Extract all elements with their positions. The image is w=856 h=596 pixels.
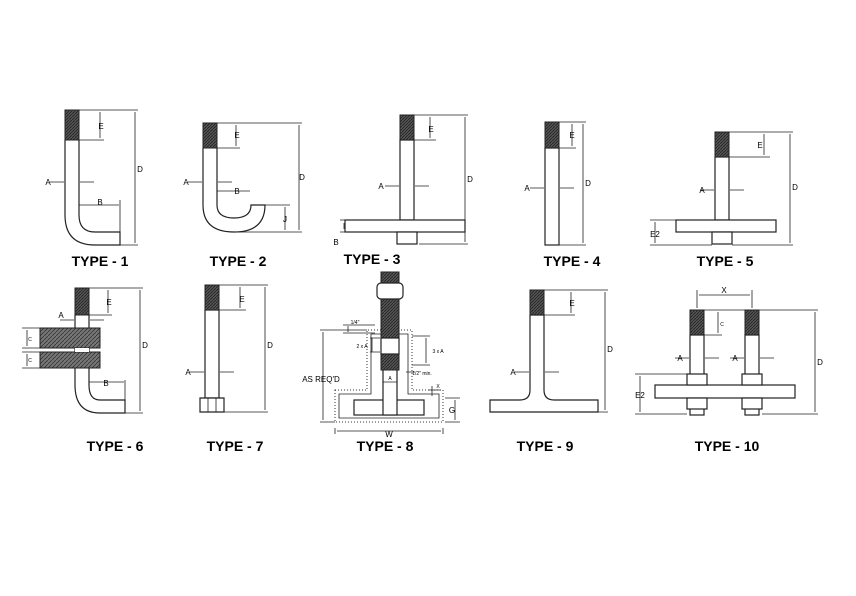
svg-text:B: B bbox=[234, 187, 239, 196]
svg-text:E: E bbox=[106, 298, 111, 307]
svg-text:A: A bbox=[185, 368, 191, 377]
svg-text:E: E bbox=[239, 295, 244, 304]
type-6-sleeve-bolt: E D B A C C TYPE - 6 bbox=[22, 287, 148, 454]
svg-text:X: X bbox=[436, 384, 440, 390]
svg-text:B: B bbox=[97, 198, 102, 207]
type-1-label: TYPE - 1 bbox=[72, 253, 129, 269]
svg-text:D: D bbox=[267, 341, 273, 350]
svg-text:C: C bbox=[28, 358, 32, 364]
type-3-plate-bolt: E D A B TYPE - 3 bbox=[333, 114, 473, 267]
type-10-double-bolt-plate: X A A C D E2 TYPE - 10 bbox=[635, 286, 823, 454]
type-1-l-bolt: E D B A TYPE - 1 bbox=[45, 109, 143, 269]
type-8-grouted-bolt: AS REQ'D 1/4" 2 x A 3 x A 1/2" min. A X … bbox=[302, 271, 460, 454]
svg-text:AS REQ'D: AS REQ'D bbox=[302, 375, 340, 384]
svg-text:A: A bbox=[45, 178, 51, 187]
svg-text:E: E bbox=[98, 122, 103, 131]
svg-text:B: B bbox=[103, 379, 108, 388]
svg-text:D: D bbox=[142, 341, 148, 350]
type-6-label: TYPE - 6 bbox=[87, 438, 144, 454]
type-5-plate-nut-bolt: E D A E2 TYPE - 5 bbox=[650, 131, 798, 269]
type-9-flared-plate-bolt: E D A TYPE - 9 bbox=[489, 289, 613, 454]
svg-text:1/4": 1/4" bbox=[351, 320, 360, 326]
svg-text:1/2" min.: 1/2" min. bbox=[412, 371, 432, 377]
svg-text:A: A bbox=[524, 184, 530, 193]
svg-text:E2: E2 bbox=[650, 230, 660, 239]
type-4-label: TYPE - 4 bbox=[544, 253, 601, 269]
svg-text:E: E bbox=[234, 131, 239, 140]
svg-text:C: C bbox=[720, 322, 724, 328]
type-2-label: TYPE - 2 bbox=[210, 253, 267, 269]
svg-text:D: D bbox=[137, 165, 143, 174]
svg-text:3 x A: 3 x A bbox=[432, 349, 444, 355]
svg-text:J: J bbox=[283, 215, 287, 224]
svg-text:A: A bbox=[58, 311, 64, 320]
type-3-label: TYPE - 3 bbox=[344, 251, 401, 267]
type-10-label: TYPE - 10 bbox=[695, 438, 760, 454]
type-2-j-bolt: E D B A J TYPE - 2 bbox=[183, 122, 305, 269]
svg-text:A: A bbox=[183, 178, 189, 187]
svg-text:A: A bbox=[699, 186, 705, 195]
svg-text:A: A bbox=[732, 354, 738, 363]
type-4-straight-rod: E D A TYPE - 4 bbox=[524, 121, 601, 269]
svg-text:D: D bbox=[607, 345, 613, 354]
svg-text:A: A bbox=[388, 376, 392, 382]
type-7-label: TYPE - 7 bbox=[207, 438, 264, 454]
svg-text:A: A bbox=[677, 354, 683, 363]
svg-text:D: D bbox=[792, 183, 798, 192]
type-7-hex-head-bolt: E D A TYPE - 7 bbox=[185, 284, 273, 454]
svg-text:E: E bbox=[757, 141, 762, 150]
svg-text:2 x A: 2 x A bbox=[356, 344, 368, 350]
type-5-label: TYPE - 5 bbox=[697, 253, 754, 269]
svg-text:E: E bbox=[569, 131, 574, 140]
svg-text:C: C bbox=[28, 337, 32, 343]
svg-text:X: X bbox=[721, 286, 727, 295]
svg-text:D: D bbox=[817, 358, 823, 367]
svg-text:E: E bbox=[569, 299, 574, 308]
svg-text:W: W bbox=[385, 430, 393, 439]
type-9-label: TYPE - 9 bbox=[517, 438, 574, 454]
svg-text:D: D bbox=[585, 179, 591, 188]
svg-text:E2: E2 bbox=[635, 391, 645, 400]
svg-text:B: B bbox=[333, 238, 338, 247]
type-8-label: TYPE - 8 bbox=[357, 438, 414, 454]
svg-text:A: A bbox=[378, 182, 384, 191]
svg-text:E: E bbox=[428, 125, 433, 134]
svg-text:D: D bbox=[467, 175, 473, 184]
svg-text:A: A bbox=[510, 368, 516, 377]
svg-text:G: G bbox=[449, 406, 455, 415]
svg-text:D: D bbox=[299, 173, 305, 182]
